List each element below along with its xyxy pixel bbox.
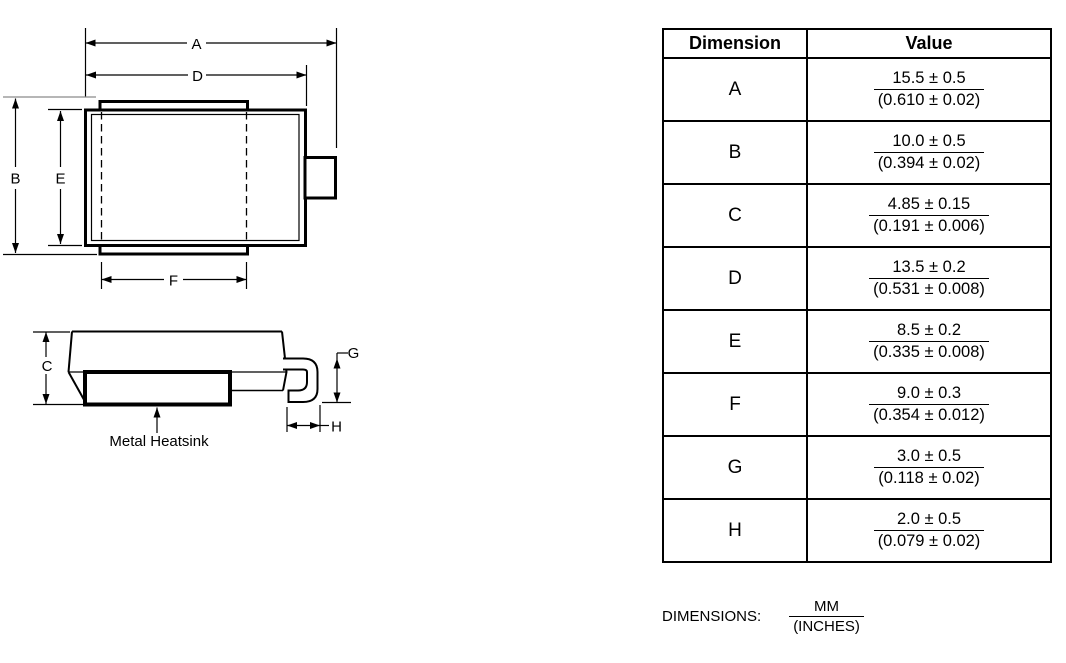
dimension-value: 15.5 ± 0.5 (0.610 ± 0.02): [873, 69, 985, 110]
value-inches: (0.354 ± 0.012): [869, 404, 989, 425]
heatsink-label: Metal Heatsink: [109, 433, 209, 450]
mounting-tab-bottom: [98, 245, 249, 256]
dimension-letter: F: [662, 372, 808, 437]
terminal-lead-side-view: [283, 357, 319, 403]
table-row: D 13.5 ± 0.2 (0.531 ± 0.008): [662, 246, 1052, 311]
col-header-dimension: Dimension: [662, 28, 808, 59]
metal-heatsink-slab: [83, 370, 232, 407]
dimension-letter: B: [662, 120, 808, 185]
units-inches: (INCHES): [789, 616, 864, 635]
dimension-table: Dimension Value A 15.5 ± 0.5 (0.610 ± 0.…: [662, 28, 1052, 563]
dimension-value: 9.0 ± 0.3 (0.354 ± 0.012): [869, 384, 989, 425]
package-body-inner-edge: [90, 113, 300, 242]
dim-label-c: C: [42, 358, 53, 375]
value-inches: (0.079 ± 0.02): [873, 530, 985, 551]
units-note: DIMENSIONS: MM (INCHES): [662, 598, 864, 636]
terminal-lead-top-view: [303, 156, 337, 200]
side-view: C G H Metal Heatsink: [33, 330, 360, 450]
value-inches: (0.118 ± 0.02): [874, 467, 984, 488]
dimension-letter: C: [662, 183, 808, 248]
value-mm: 9.0 ± 0.3: [896, 384, 962, 403]
dimension-value: 8.5 ± 0.2 (0.335 ± 0.008): [869, 321, 989, 362]
dimension-letter: H: [662, 498, 808, 563]
dim-label-e: E: [55, 171, 65, 188]
dim-label-a: A: [191, 36, 201, 53]
units-note-label: DIMENSIONS:: [662, 608, 762, 626]
table-row: B 10.0 ± 0.5 (0.394 ± 0.02): [662, 120, 1052, 185]
dim-label-g: G: [348, 345, 360, 362]
side-body-left-edge: [67, 331, 73, 373]
value-inches: (0.191 ± 0.006): [869, 215, 989, 236]
units-fraction: MM (INCHES): [789, 598, 864, 636]
dimension-letter: A: [662, 57, 808, 122]
side-body-right-edge: [281, 331, 288, 391]
package-drawing: A D B E F: [3, 28, 360, 450]
dimension-letter: G: [662, 435, 808, 500]
value-mm: 4.85 ± 0.15: [887, 195, 971, 214]
dimension-value: 10.0 ± 0.5 (0.394 ± 0.02): [873, 132, 985, 173]
table-row: A 15.5 ± 0.5 (0.610 ± 0.02): [662, 57, 1052, 122]
value-mm: 8.5 ± 0.2: [896, 321, 962, 340]
dim-label-f: F: [169, 273, 178, 290]
dim-label-d: D: [192, 68, 203, 85]
value-inches: (0.335 ± 0.008): [869, 341, 989, 362]
package-body-outline: [84, 108, 307, 247]
dimension-value: 4.85 ± 0.15 (0.191 ± 0.006): [869, 195, 989, 236]
table-row: F 9.0 ± 0.3 (0.354 ± 0.012): [662, 372, 1052, 437]
dim-label-b: B: [10, 171, 20, 188]
side-body-chamfer: [67, 371, 86, 402]
top-view: A D B E F: [3, 28, 338, 290]
value-mm: 10.0 ± 0.5: [892, 132, 966, 151]
dimension-value: 13.5 ± 0.2 (0.531 ± 0.008): [869, 258, 989, 299]
dimension-value: 2.0 ± 0.5 (0.079 ± 0.02): [873, 510, 985, 551]
value-mm: 3.0 ± 0.5: [896, 447, 962, 466]
value-mm: 2.0 ± 0.5: [896, 510, 962, 529]
dimension-letter: E: [662, 309, 808, 374]
value-mm: 15.5 ± 0.5: [892, 69, 966, 88]
value-inches: (0.394 ± 0.02): [873, 152, 985, 173]
dimension-letter: D: [662, 246, 808, 311]
table-row: H 2.0 ± 0.5 (0.079 ± 0.02): [662, 498, 1052, 563]
units-mm: MM: [814, 598, 840, 615]
table-row: C 4.85 ± 0.15 (0.191 ± 0.006): [662, 183, 1052, 248]
table-header-row: Dimension Value: [662, 28, 1052, 59]
value-inches: (0.531 ± 0.008): [869, 278, 989, 299]
col-header-value: Value: [806, 28, 1052, 59]
value-mm: 13.5 ± 0.2: [892, 258, 966, 277]
dimension-value: 3.0 ± 0.5 (0.118 ± 0.02): [874, 447, 984, 488]
table-row: G 3.0 ± 0.5 (0.118 ± 0.02): [662, 435, 1052, 500]
mounting-tab-top: [98, 100, 249, 110]
value-inches: (0.610 ± 0.02): [873, 89, 985, 110]
table-row: E 8.5 ± 0.2 (0.335 ± 0.008): [662, 309, 1052, 374]
dim-label-h: H: [331, 419, 342, 436]
